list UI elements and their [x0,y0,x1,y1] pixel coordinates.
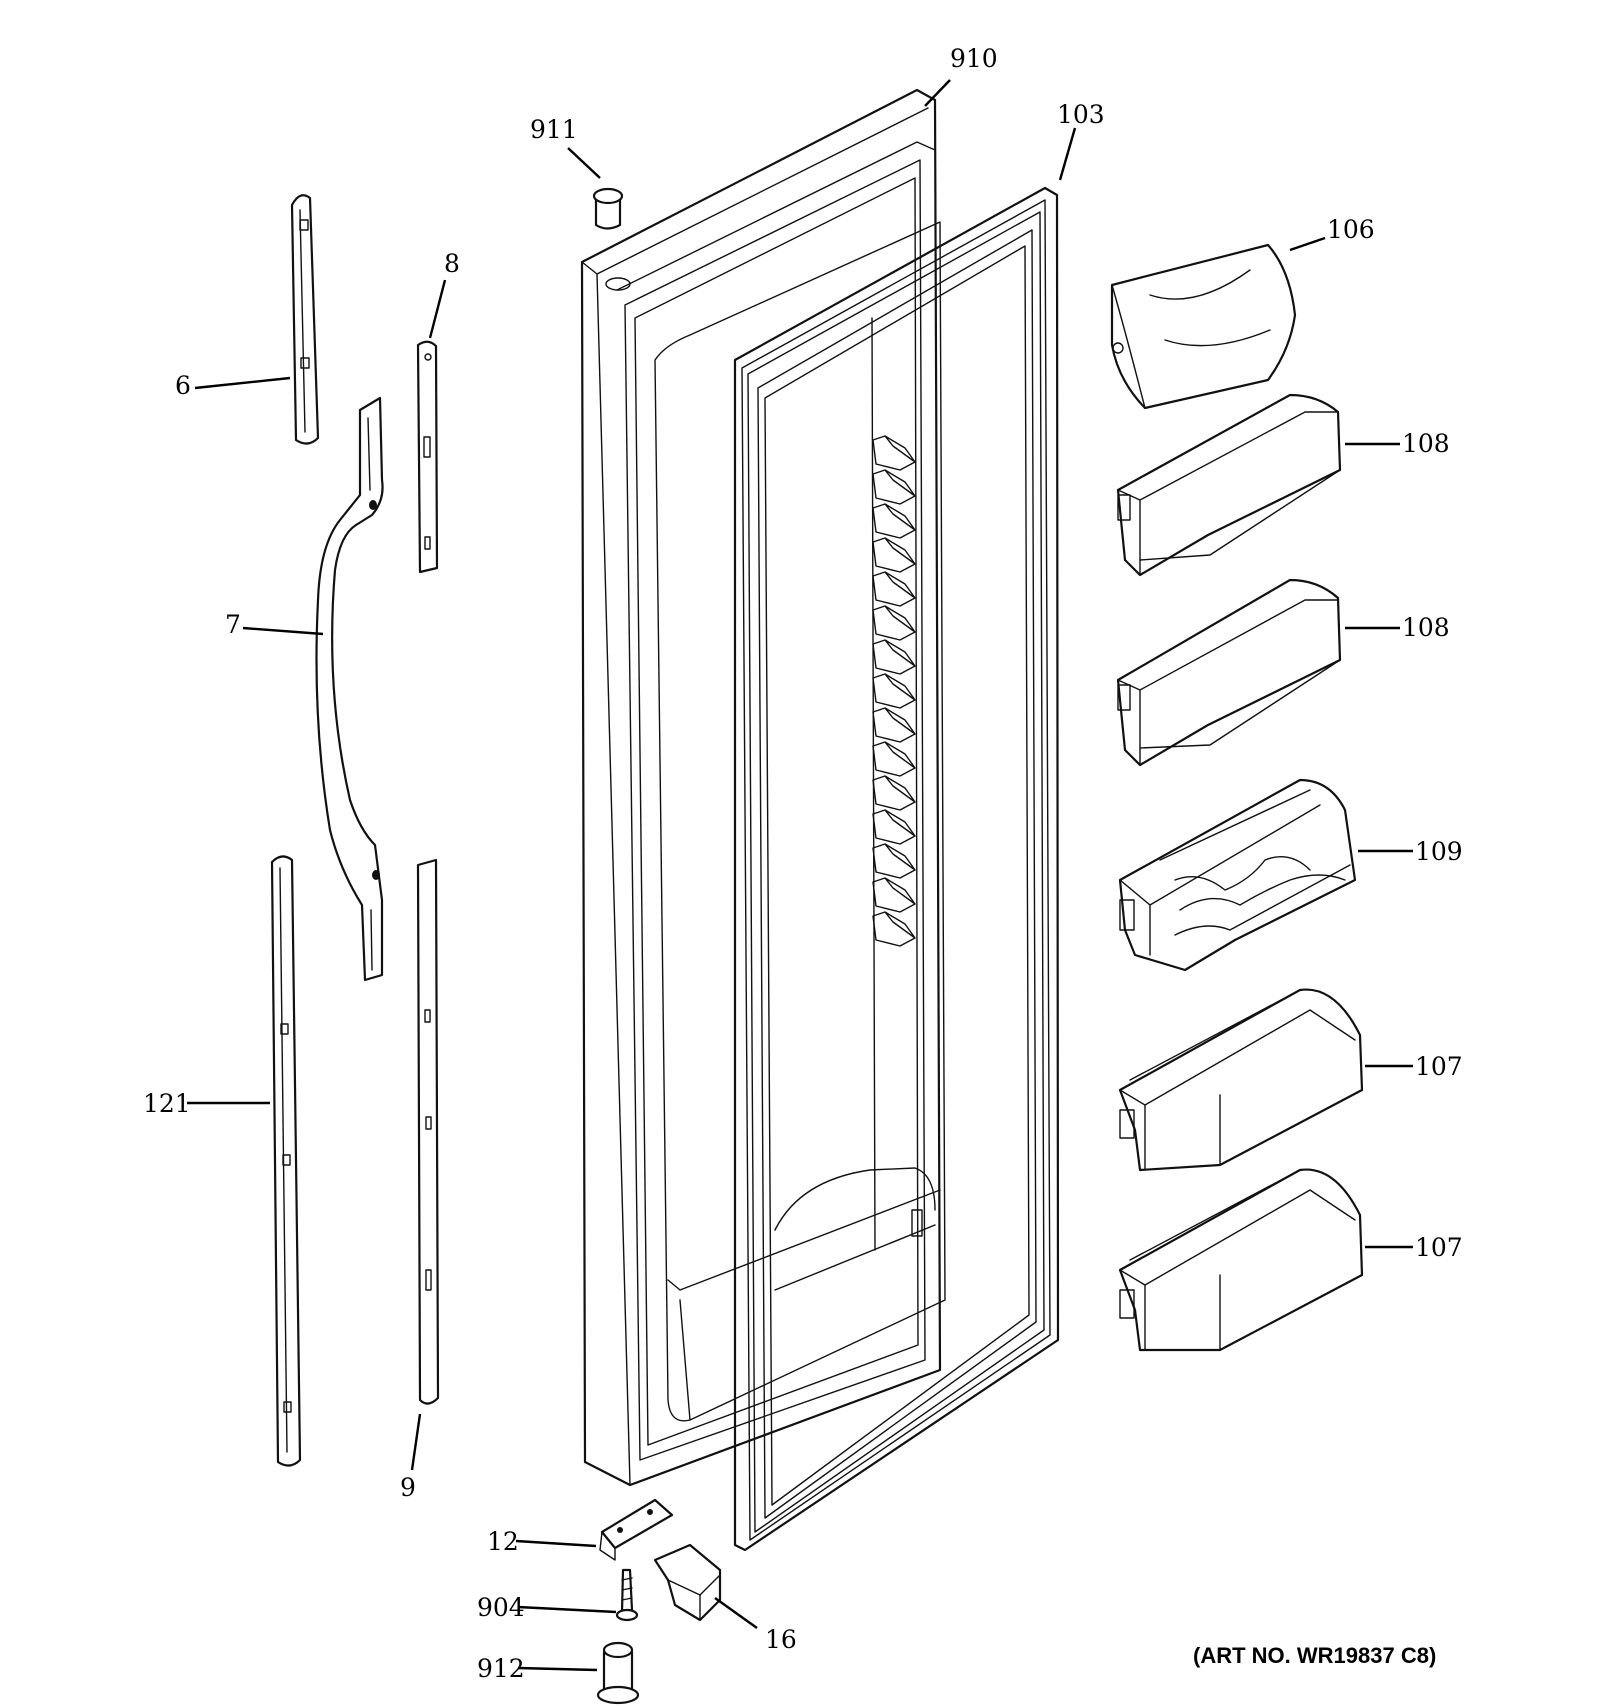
shelf-support-lug [872,877,916,913]
callout-107-lower: 107 [1415,1233,1463,1262]
door-handle-part [315,396,384,982]
callout-912: 912 [477,1654,525,1683]
door-bin-upper-part [1116,393,1342,577]
shelf-supports [872,435,916,947]
shelf-support-lug [872,605,916,641]
callout-6: 6 [175,371,191,400]
callout-108-lower: 108 [1402,613,1450,642]
shelf-support-lug [872,639,916,675]
shelf-support-lug [872,911,916,947]
callout-121: 121 [143,1089,191,1118]
trim-upper-part [290,194,320,445]
callout-910: 910 [950,44,998,73]
callout-109: 109 [1415,837,1463,866]
hinge-bushing-part [592,187,624,230]
shelf-support-lug [872,435,916,471]
screw-part [615,1568,639,1622]
callout-12: 12 [487,1527,519,1556]
shelf-support-lug [872,707,916,743]
callout-9: 9 [400,1473,416,1502]
hinge-plate-part [599,1498,674,1561]
art-number: (ART NO. WR19837 C8) [1193,1643,1436,1668]
leader-lines [187,79,1413,1672]
shelf-support-lug [872,469,916,505]
shelf-support-lug [872,673,916,709]
shelf-support-lug [872,775,916,811]
strip-upper-part [416,340,439,574]
shelf-support-lug [872,843,916,879]
trim-lower-part [270,855,302,1467]
callout-106: 106 [1327,215,1375,244]
hinge-pin-bushing-part [596,1641,640,1705]
callout-103: 103 [1057,100,1105,129]
callout-7: 7 [225,610,241,639]
shelf-support-lug [872,537,916,573]
callout-911: 911 [530,115,578,144]
callout-8: 8 [444,249,460,278]
dairy-cover-part [1110,243,1297,410]
door-gasket-part [733,186,1060,1552]
deep-bin-lower-part [1118,1168,1364,1352]
shelf-support-lug [872,809,916,845]
strip-lower-part [416,858,440,1405]
shelf-support-lug [872,741,916,777]
callout-108-upper: 108 [1402,429,1450,458]
callout-107-upper: 107 [1415,1052,1463,1081]
door-bin-middle-part [1116,578,1342,767]
shelf-support-lug [872,571,916,607]
bottle-bin-part [1118,778,1357,972]
shelf-support-lug [872,503,916,539]
deep-bin-upper-part [1118,988,1364,1172]
callout-904: 904 [477,1593,525,1622]
bottom-hinge-part [653,1543,722,1622]
callout-16: 16 [765,1625,797,1654]
